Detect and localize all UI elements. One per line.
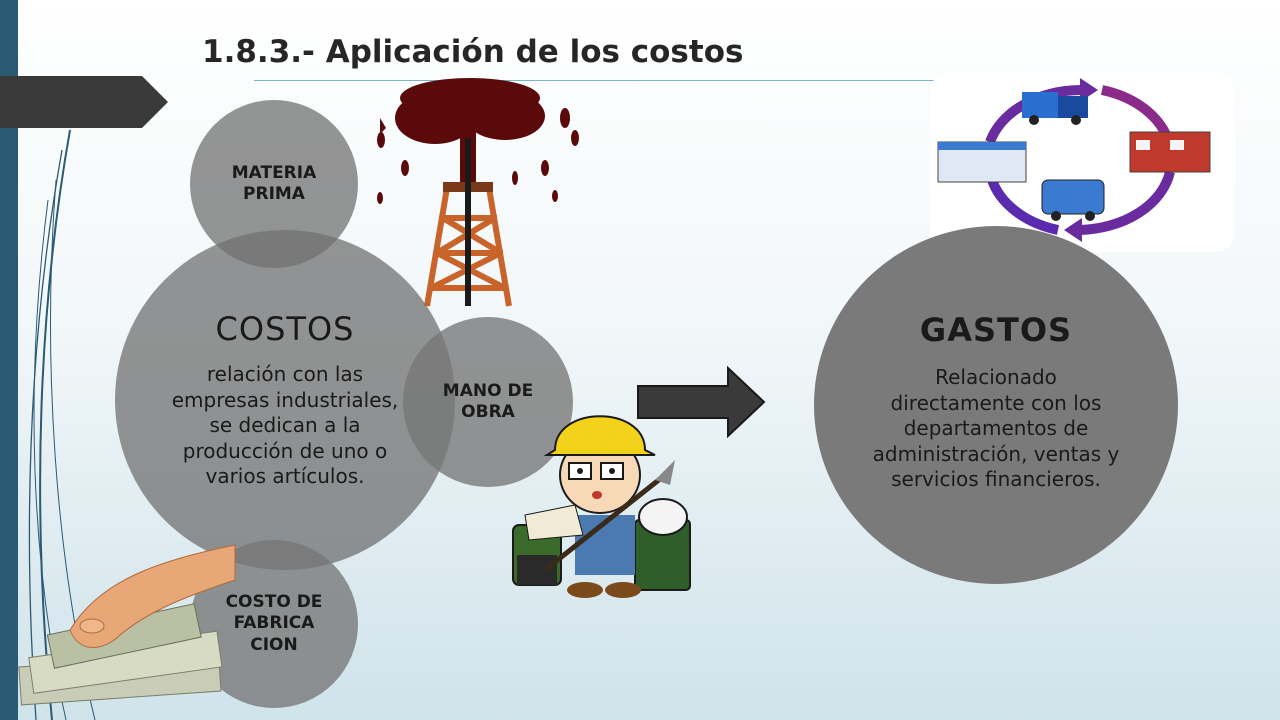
costos-description: relación con las empresas industriales, … (171, 362, 399, 489)
costos-circle: COSTOS relación con las empresas industr… (115, 230, 455, 570)
title-underline (254, 80, 982, 81)
slide-title: 1.8.3.- Aplicación de los costos (202, 34, 744, 70)
costos-title: COSTOS (215, 310, 355, 349)
mano-de-obra-label: MANO DE OBRA (442, 380, 534, 422)
right-arrow-icon (637, 366, 766, 438)
gastos-description: Relacionado directamente con los departa… (872, 365, 1120, 492)
gastos-title: GASTOS (919, 311, 1073, 350)
oil-derrick-icon (377, 78, 579, 307)
hand-money-icon (18, 544, 236, 706)
construction-worker-icon (512, 415, 691, 598)
left-accent-bar (0, 0, 18, 720)
logistics-cycle-icon (930, 72, 1235, 252)
mano-de-obra-circle: MANO DE OBRA (403, 317, 573, 487)
title-tab-shape (0, 76, 168, 128)
materia-prima-label: MATERIA PRIMA (231, 162, 317, 204)
gastos-circle: GASTOS Relacionado directamente con los … (814, 226, 1178, 584)
costo-fabricacion-label: COSTO DE FABRICA CION (225, 592, 323, 655)
